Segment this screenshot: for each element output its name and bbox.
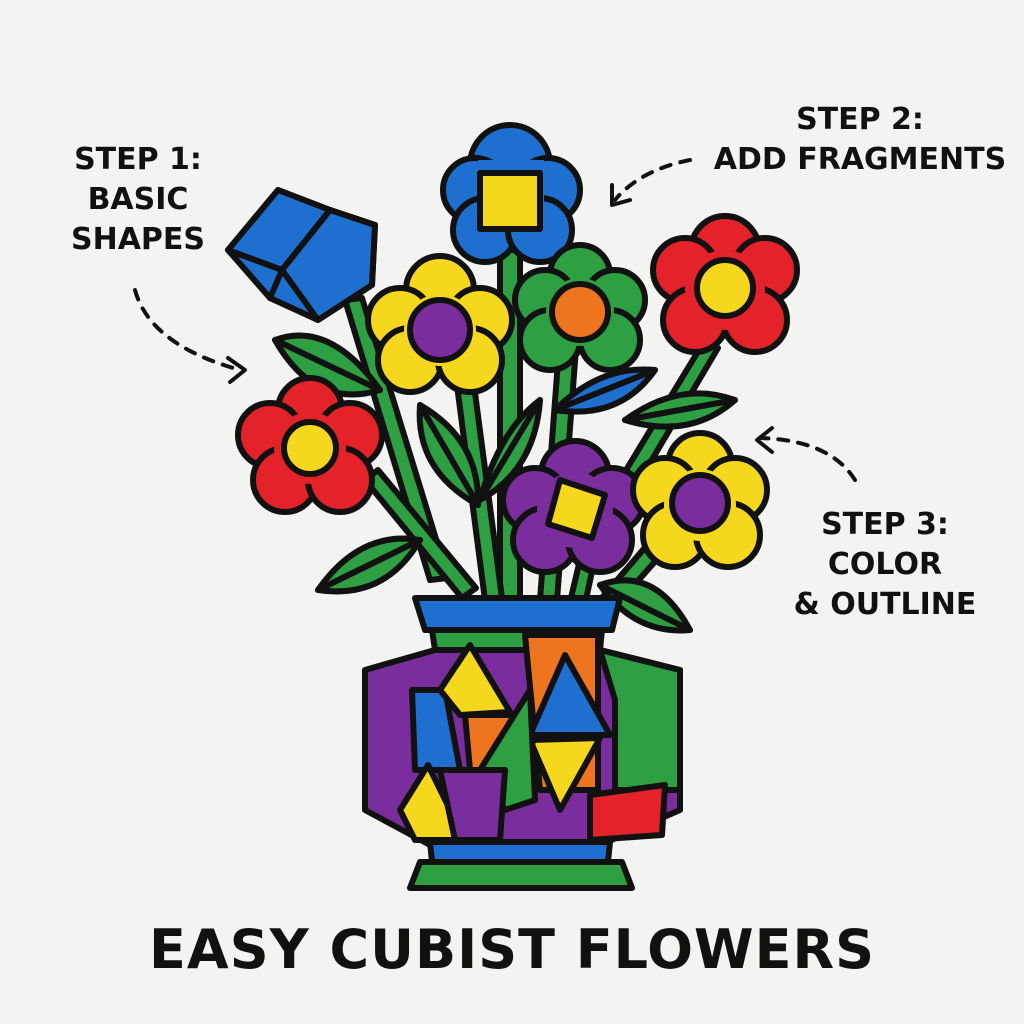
blue-flower-top [440,122,583,265]
step-2-label: STEP 2: ADD FRAGMENTS [700,100,1020,180]
yellow-flower-left [365,253,515,395]
red-flower-left [235,375,385,515]
step-3-heading: STEP 3: [821,507,949,542]
step-3-label: STEP 3: COLOR & OUTLINE [780,505,990,625]
arrows [133,158,857,482]
arrow-step2-head [610,183,632,207]
step-2-heading: STEP 2: [796,102,924,137]
purple-flower [500,438,647,575]
page-title: EASY CUBIST FLOWERS [149,918,875,981]
step-1-heading: STEP 1: [74,142,202,177]
step-1-line-2: SHAPES [70,222,206,257]
vase [362,595,683,891]
step-2-line-1: ADD FRAGMENTS [713,142,1007,177]
yellow-flower-right [630,430,770,570]
step-3-line-2: & OUTLINE [793,587,977,622]
step-3-line-1: COLOR [827,547,943,582]
arrow-step1 [133,288,242,372]
step-1-label: STEP 1: BASIC SHAPES [58,140,218,260]
green-flower [512,242,648,373]
red-flower-right [650,213,800,355]
arrow-step3-head [755,426,774,454]
arrow-step2 [613,158,692,202]
arrow-step3 [758,436,857,482]
arrow-step1-head [226,356,247,384]
cube-flower [225,187,378,323]
step-1-line-1: BASIC [87,182,189,217]
